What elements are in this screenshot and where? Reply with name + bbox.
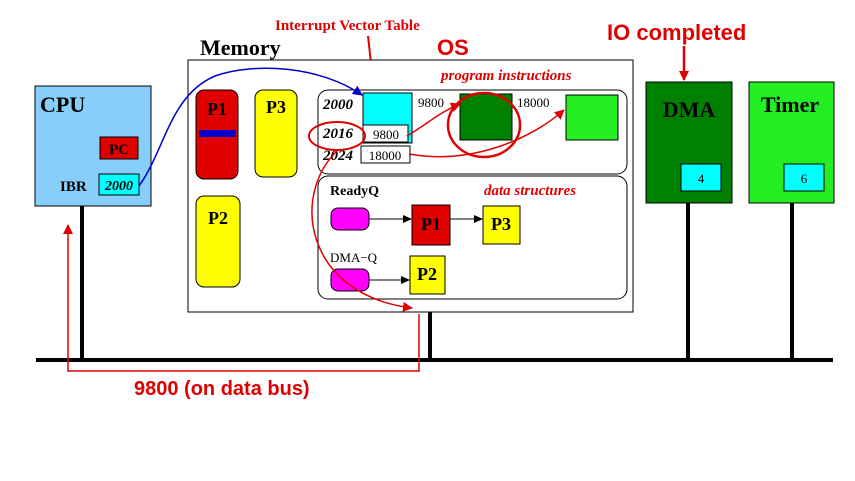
p1-marker [199,130,236,137]
p2-label: P2 [208,208,228,228]
io-completed-label: IO completed [607,20,746,45]
readyq-p1-label: P1 [421,214,441,234]
vector-entry-2016 [362,124,409,143]
os-data-structures-area [317,175,628,300]
readyq-node-p3 [482,205,521,245]
vector-value-2016: 9800 [373,127,399,142]
process-p2 [195,195,241,288]
os-label: OS [437,35,469,60]
p3-label: P3 [266,97,286,117]
timer-label: Timer [761,92,819,117]
readyq-p3-label: P3 [491,214,511,234]
data-structures-label: data structures [484,183,576,199]
ibr-value: 2000 [104,179,133,194]
dmaq-label: DMA−Q [330,250,378,265]
readyq-head [330,207,370,231]
ibr-to-ivt-arrow [138,67,363,187]
dmaq-head [330,268,370,292]
pc-label: PC [109,142,129,158]
data-bus-label: 9800 (on data bus) [134,378,310,400]
data-bus-path [63,224,420,372]
prog-address-18000: 18000 [517,95,550,110]
dmaq-node-p2 [409,255,446,295]
ibr-register [98,173,140,196]
timer-register-value: 6 [801,171,808,186]
addr-2016: 2016 [322,126,354,142]
p1-label: P1 [207,99,227,119]
memory-label: Memory [200,35,281,60]
dmaq-p2-label: P2 [417,264,437,284]
readyq-node-p1 [411,204,451,246]
memory-to-bus-arrow [311,149,413,312]
process-p3 [254,89,298,178]
program-instructions-label: program instructions [439,68,572,84]
addr-2000: 2000 [322,97,354,113]
dma-register [680,163,722,192]
prog-address-9800: 9800 [418,95,444,110]
cpu-label: CPU [40,92,85,117]
pc-register [99,136,139,160]
interrupt-handler-9800 [459,93,513,141]
ivt-label: Interrupt Vector Table [275,18,420,34]
vector-9800-arrow [406,102,461,137]
handler-9800-circle [446,91,522,159]
interrupt-handler-18000 [565,94,619,141]
timer-register [783,163,825,192]
ibr-label: IBR [60,179,87,195]
vector-18000-arrow [408,109,565,158]
dma-label: DMA [663,97,716,122]
readyq-label: ReadyQ [330,184,379,199]
dma-register-value: 4 [698,171,705,186]
vector-value-2024: 18000 [369,148,402,163]
